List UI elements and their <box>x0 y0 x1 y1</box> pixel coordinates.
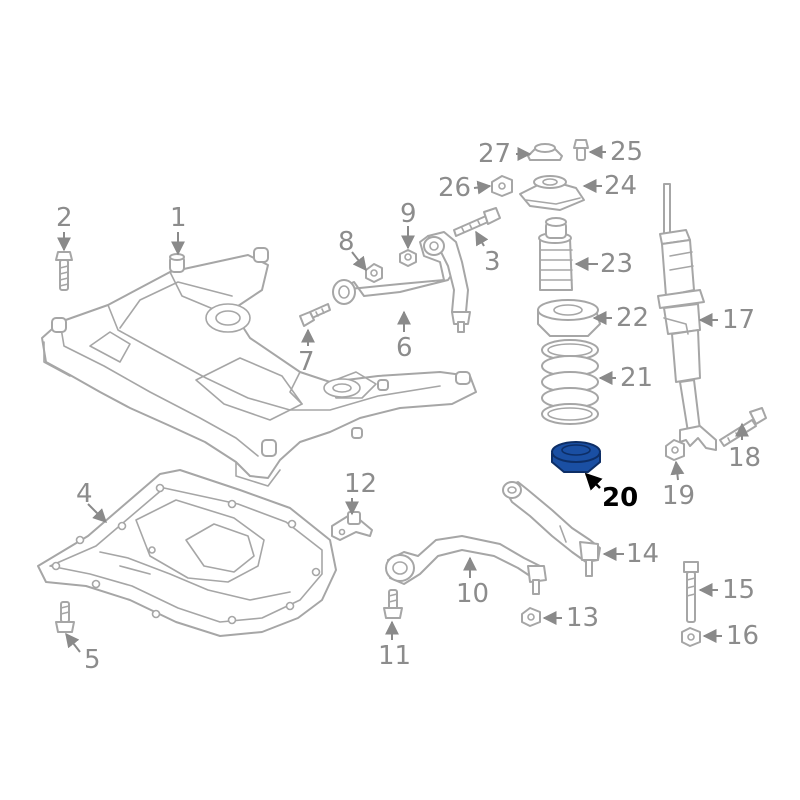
callout-16[interactable]: 16 <box>726 621 759 651</box>
callout-labels: 1 2 3 4 5 6 7 8 9 10 11 12 13 14 15 16 1… <box>56 137 761 675</box>
part-4-underbody-panel[interactable] <box>37 469 337 637</box>
leader-lines <box>57 145 749 653</box>
callout-20-highlighted[interactable]: 20 <box>602 483 638 513</box>
part-8-nut[interactable] <box>365 263 383 283</box>
callout-2[interactable]: 2 <box>56 203 73 233</box>
part-25-bolt[interactable] <box>573 139 589 161</box>
part-5-bolt[interactable] <box>55 601 75 633</box>
part-16-nut[interactable] <box>681 627 701 647</box>
callout-22[interactable]: 22 <box>616 303 649 333</box>
callout-6[interactable]: 6 <box>396 333 413 363</box>
part-14-tension-strut[interactable] <box>502 481 601 577</box>
callout-21[interactable]: 21 <box>620 363 653 393</box>
part-2-bolt[interactable] <box>55 251 73 291</box>
callout-15[interactable]: 15 <box>722 575 755 605</box>
callout-8[interactable]: 8 <box>338 227 355 257</box>
part-7-bolt[interactable] <box>299 303 331 327</box>
part-27-cap[interactable] <box>527 143 563 161</box>
part-15-bolt[interactable] <box>683 561 699 623</box>
part-9-nut[interactable] <box>399 249 417 267</box>
part-23-bump-stop[interactable] <box>538 217 573 291</box>
callout-25[interactable]: 25 <box>610 137 643 167</box>
callout-18[interactable]: 18 <box>728 443 761 473</box>
callout-23[interactable]: 23 <box>600 249 633 279</box>
part-13-nut[interactable] <box>521 607 541 627</box>
part-3-bolt[interactable] <box>453 207 501 237</box>
part-6-upper-control-arm[interactable] <box>332 231 471 333</box>
callout-12[interactable]: 12 <box>344 469 377 499</box>
part-24-strut-mount[interactable] <box>519 175 585 211</box>
part-21-coil-spring[interactable] <box>541 339 599 425</box>
part-11-bolt[interactable] <box>383 589 403 619</box>
callout-7[interactable]: 7 <box>298 347 315 377</box>
callout-11[interactable]: 11 <box>378 641 411 671</box>
callout-19[interactable]: 19 <box>662 481 695 511</box>
callout-17[interactable]: 17 <box>722 305 755 335</box>
part-17-shock-absorber[interactable] <box>657 183 717 451</box>
callout-3[interactable]: 3 <box>484 247 501 277</box>
callout-27[interactable]: 27 <box>478 139 511 169</box>
callout-9[interactable]: 9 <box>400 199 417 229</box>
callout-10[interactable]: 10 <box>456 579 489 609</box>
part-22-spring-pad[interactable] <box>537 299 601 337</box>
callout-1[interactable]: 1 <box>170 203 187 233</box>
callout-4[interactable]: 4 <box>76 479 93 509</box>
part-12-bracket[interactable] <box>331 511 373 541</box>
callout-14[interactable]: 14 <box>626 539 659 569</box>
callout-24[interactable]: 24 <box>604 171 637 201</box>
callout-13[interactable]: 13 <box>566 603 599 633</box>
callout-5[interactable]: 5 <box>84 645 101 675</box>
part-26-nut[interactable] <box>491 175 513 197</box>
part-19-nut[interactable] <box>665 439 685 461</box>
part-10-lower-control-arm[interactable] <box>385 535 547 595</box>
part-20-lower-spring-pad-highlighted[interactable] <box>551 441 601 473</box>
part-1-front-axle-subframe[interactable] <box>41 247 477 487</box>
callout-26[interactable]: 26 <box>438 173 471 203</box>
